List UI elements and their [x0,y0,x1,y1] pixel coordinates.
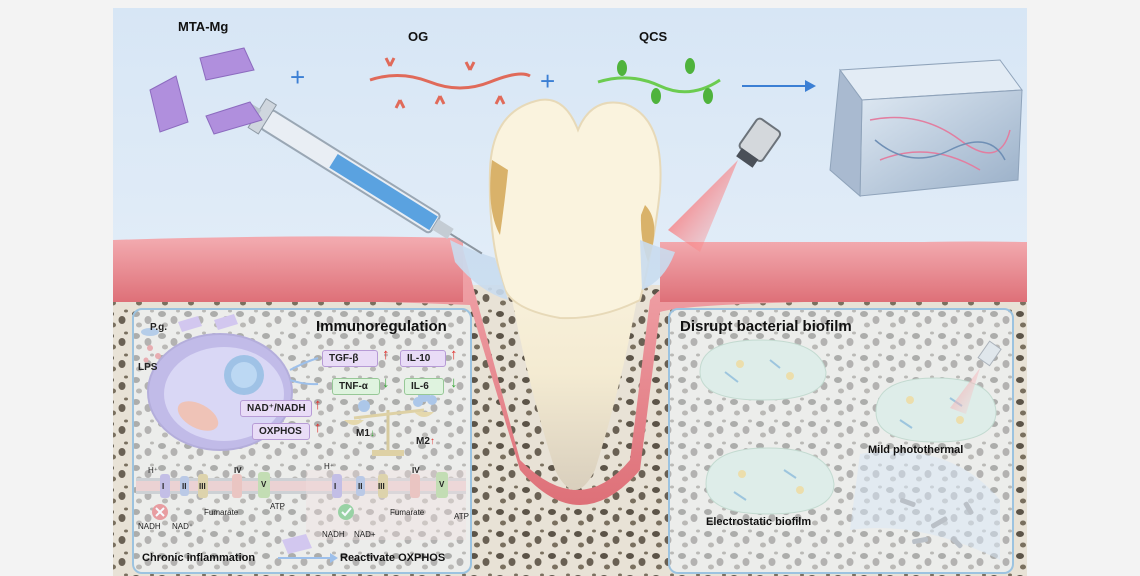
label-atp-2: ATP [454,512,469,521]
label-reactivate-oxphos: Reactivate OXPHOS [340,552,446,564]
label-m2: M2↑ [416,436,435,447]
label-pg: P.g. [150,322,168,333]
tooth-crown [488,98,662,320]
hydrogel-cube [829,59,1023,198]
biofilm-title: Disrupt bacterial biofilm [680,318,852,335]
label-nadh-1: NADH [138,522,161,531]
il10-up-arrow: ↑ [450,346,458,363]
complex-ii-2: II [358,482,363,491]
tgf-up-arrow: ↑ [382,346,390,363]
tag-oxphos: OXPHOS [252,423,310,440]
label-og: OG [408,29,429,44]
syringe [244,97,483,255]
tnf-down-arrow: ↓ [382,374,390,391]
biofilm-panel [668,308,1014,574]
label-h-plus-1: H⁺ [148,466,158,475]
label-nad-plus-1: NAD⁺ [172,522,194,531]
label-lps: LPS [138,362,158,373]
label-fumarate-1: Fumarate [204,508,239,517]
complex-ii-1: II [182,482,187,491]
qcs-chain [597,58,721,104]
tag-il6: IL-6 [404,378,444,395]
laser-device [736,117,782,168]
plus-sign-2: + [540,66,556,96]
plaque-left [490,160,508,235]
label-electrostatic-biofilm: Electrostatic biofilm [706,516,812,528]
pocket-hydrogel-left [450,240,508,300]
label-atp-1: ATP [270,502,285,511]
complex-iii-1: III [199,482,206,491]
nad-up-arrow: ↑ [314,396,322,413]
complex-i-1: I [162,482,165,491]
label-qcs: QCS [639,29,668,44]
label-h-plus-2: H⁺ [324,462,334,471]
label-nad-plus-2: NAD+ [354,530,376,539]
il6-down-arrow: ↓ [450,374,458,391]
label-mta-mg: MTA-Mg [178,19,229,34]
label-fumarate-2: Fumarate [390,508,425,517]
mta-mg-sheets [149,47,263,135]
label-m1: M1↓ [356,428,375,439]
label-chronic-inflammation: Chronic inflammation [142,552,256,564]
tag-il10: IL-10 [400,350,446,367]
og-chain [369,57,531,109]
tag-nad-ratio: NAD⁺/NADH [240,400,312,417]
immunoregulation-title: Immunoregulation [316,318,447,335]
oxphos-up-arrow: ↑ [314,419,322,436]
tag-tgf-beta: TGF-β [322,350,378,367]
label-mild-photothermal: Mild photothermal [868,444,964,456]
tag-tnf-alpha: TNF-α [332,378,380,395]
complex-iv-1: IV [234,466,242,475]
label-nadh-2: NADH [322,530,345,539]
laser-beam [668,160,738,252]
complex-v-1: V [261,480,267,489]
complex-i-2: I [334,482,337,491]
complex-iii-2: III [378,482,385,491]
plus-sign-1: + [290,62,306,92]
complex-iv-2: IV [412,466,420,475]
complex-v-2: V [439,480,445,489]
pocket-hydrogel-right [640,240,675,290]
